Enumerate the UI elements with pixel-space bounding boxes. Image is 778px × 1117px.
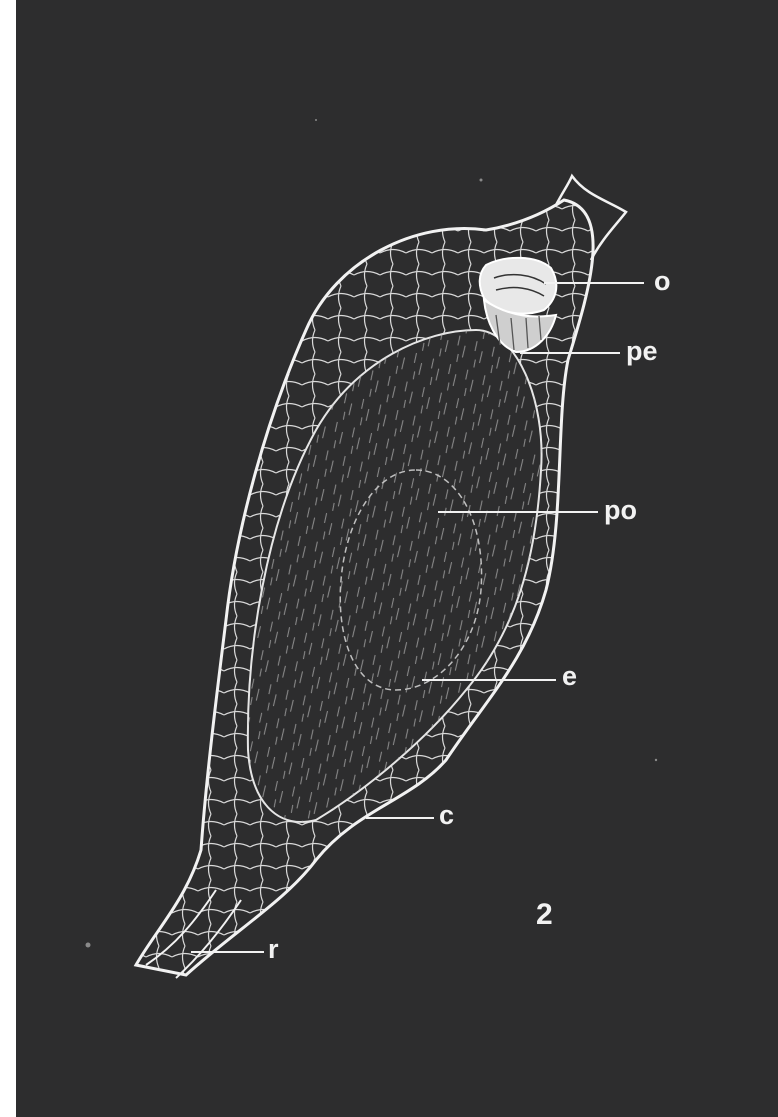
label-po: po [604,497,637,524]
label-r: r [268,936,279,963]
label-c: c [439,802,454,829]
figure-plate: o pe po e c r 2 [16,0,778,1117]
label-e: e [562,663,577,690]
label-o: o [654,268,671,295]
label-pe: pe [626,338,658,365]
specimen-drawing [16,0,778,1117]
figure-number: 2 [536,900,553,930]
